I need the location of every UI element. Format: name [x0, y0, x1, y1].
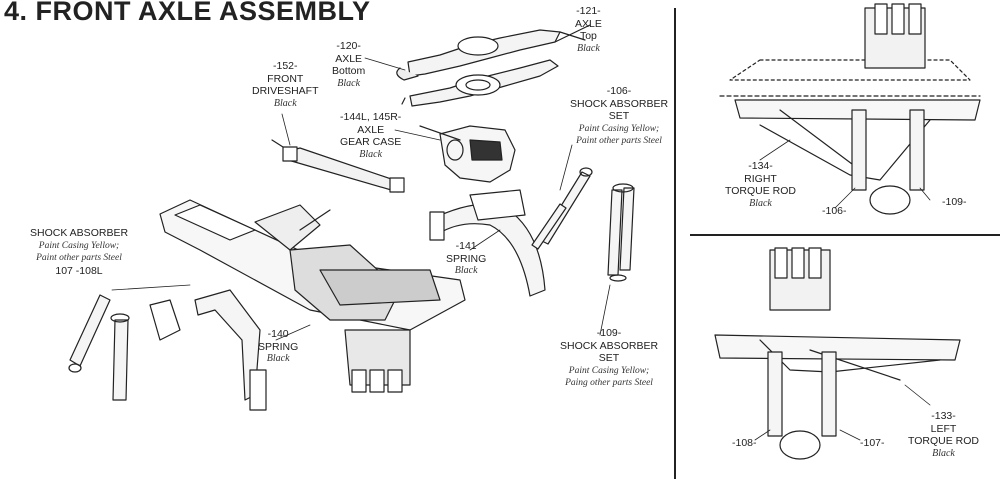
shock-absorber-107-108-part — [68, 294, 130, 401]
callout-108: -108- — [732, 437, 757, 449]
axle-top-part — [396, 24, 591, 81]
front-driveshaft-part — [271, 139, 405, 193]
callout-109: -109- — [942, 196, 967, 208]
label-right-torque-rod: -134- RIGHT TORQUE ROD Black — [725, 160, 796, 209]
label-axle-gear-case: -144L, 145R- AXLE GEAR CASE Black — [340, 111, 402, 160]
label-axle-bottom: -120- AXLE Bottom Black — [332, 40, 366, 89]
callout-106: -106- — [822, 205, 847, 217]
chassis-part — [159, 199, 466, 393]
label-front-driveshaft: -152- FRONT DRIVESHAFT Black — [252, 60, 319, 109]
label-spring-141: -141 SPRING Black — [446, 240, 487, 276]
inset-top-drawing — [719, 3, 981, 215]
axle-bottom-part — [401, 59, 559, 107]
axle-gear-case-part — [419, 125, 516, 183]
callout-107: -107- — [860, 437, 885, 449]
label-shock-absorber-set-109: -109- SHOCK ABSORBER SET Paint Casing Ye… — [560, 327, 659, 388]
label-spring-140: -140 SPRING Black — [258, 328, 299, 364]
page-title: 4. FRONT AXLE ASSEMBLY — [4, 0, 371, 26]
shock-absorber-106-part — [531, 167, 593, 250]
leader-lines — [111, 57, 611, 341]
label-axle-top: -121- AXLE Top Black — [575, 5, 602, 54]
panel-divider-horizontal — [690, 234, 1000, 236]
spring-141-part — [429, 189, 546, 297]
inset-bottom-drawing — [714, 247, 961, 460]
label-shock-absorber-left: SHOCK ABSORBER Paint Casing Yellow; Pain… — [30, 227, 129, 277]
label-left-torque-rod: -133- LEFT TORQUE ROD Black — [908, 410, 979, 459]
label-shock-absorber-set-106: -106- SHOCK ABSORBER SET Paint Casing Ye… — [570, 85, 669, 146]
shock-absorber-109-part — [607, 183, 635, 282]
panel-divider-vertical — [674, 8, 676, 479]
spring-140-part — [149, 289, 267, 411]
